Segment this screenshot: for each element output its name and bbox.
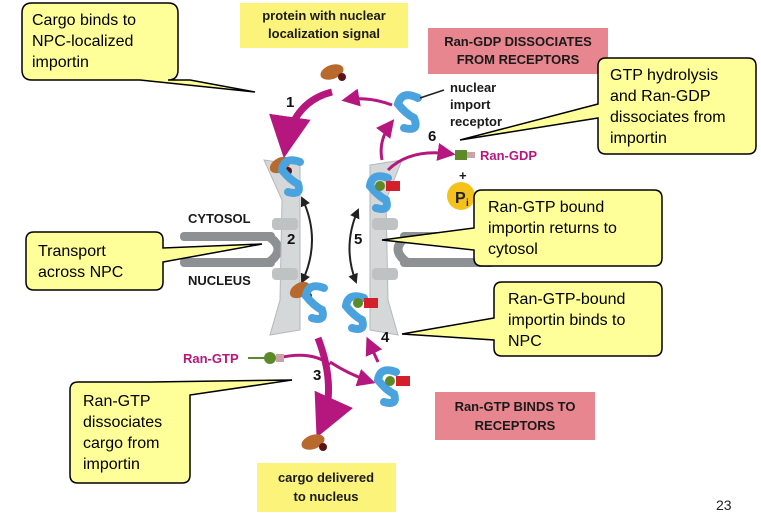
phosphate-pi: P i [447, 182, 475, 210]
callout-transport: Transport across NPC [25, 231, 263, 291]
callout-gtp-hydrolysis-line-2: and Ran-GDP [610, 88, 711, 105]
ran-gtp-nucleus [385, 376, 410, 386]
ran-gdp-label: Ran-GDP [480, 148, 537, 163]
callout-gtp-hydrolysis: GTP hydrolysis and Ran-GDP dissociates f… [459, 57, 757, 155]
arrow-cargo-to-nucleus [314, 336, 353, 438]
importin-nucleus [373, 366, 400, 407]
importin-top-left [277, 156, 304, 197]
transport-arrows [300, 196, 360, 284]
cargo-delivered-line-2: to nucleus [293, 489, 358, 504]
callout-ran-gtp-binds-npc-line-3: NPC [508, 333, 542, 350]
plus-sign: + [459, 168, 467, 183]
callout-ran-gtp-dissociates-line-2: dissociates [83, 414, 162, 431]
arrow-to-receptor-ran [329, 360, 376, 387]
callout-gtp-hydrolysis-line-1: GTP hydrolysis [610, 67, 718, 84]
step-5: 5 [354, 231, 362, 248]
arrow-step5-bidirectional [348, 208, 360, 284]
receptor-label-line-3: receptor [450, 114, 502, 129]
callout-cargo-binds-line-3: importin [32, 54, 89, 71]
callout-ran-gtp-dissociates-line-1: Ran-GTP [83, 393, 151, 410]
receptor-label-line-2: import [450, 97, 491, 112]
callout-ran-gtp-returns-line-1b: importin returns to [488, 220, 617, 237]
arrow-step2-bidirectional [300, 196, 313, 284]
cargo-delivered-label: cargo delivered to nucleus [257, 463, 396, 512]
ran-gdp-dissociates-line-1: Ran-GDP DISSOCIATES [444, 34, 592, 49]
arrow-step4-up [365, 336, 383, 363]
cytosol-label: CYTOSOL [188, 211, 251, 226]
callout-ran-gtp-dissociates-line-3: cargo from [83, 435, 159, 452]
ran-gtp-free [248, 352, 284, 364]
pi-subscript: i [466, 198, 469, 209]
ran-gtp-binds-line-1: Ran-GTP BINDS TO [455, 399, 576, 414]
callout-ran-gtp-binds-npc-line-1: Ran-GTP-bound [508, 291, 625, 308]
cargo-free [320, 64, 346, 81]
step-1: 1 [286, 94, 294, 111]
arrow-ran-gdp-release [386, 143, 456, 172]
arrow-recycle-receptor [341, 88, 393, 107]
callout-transport-line-1: Transport [38, 243, 106, 260]
step-numbers: 1 2 3 4 5 6 [286, 94, 436, 384]
callout-cargo-binds-line-1: Cargo binds to [32, 12, 136, 29]
arrow-cargo-to-importin [269, 88, 333, 159]
step-2: 2 [287, 231, 295, 248]
ran-gtp-binds-receptors-label: Ran-GTP BINDS TO RECEPTORS [435, 392, 595, 440]
cargo-delivered [301, 434, 327, 451]
callout-ran-gtp-returns-line-3: cytosol [488, 241, 538, 258]
callout-ran-gtp-binds-npc-line-2: importin binds to [508, 312, 625, 329]
ran-gdp-free [455, 150, 475, 160]
callout-ran-gtp-binds-npc: Ran-GTP-bound importin binds to NPC [401, 281, 663, 357]
pi-label: P [455, 190, 466, 207]
importin-receptors [277, 91, 422, 407]
importin-top-right [365, 172, 392, 213]
ran-gtp-binds-line-2: RECEPTORS [475, 418, 556, 433]
protein-nls-line-1: protein with nuclear [262, 8, 386, 23]
receptor-label-line-1: nuclear [450, 80, 496, 95]
nucleus-label: NUCLEUS [188, 273, 251, 288]
cargo-delivered-line-1: cargo delivered [278, 470, 374, 485]
nuclear-import-receptor-label: nuclear import receptor [419, 80, 502, 129]
importin-bottom-right [341, 292, 368, 333]
callout-cargo-binds-line-2: NPC-localized [32, 33, 133, 50]
step-4: 4 [381, 329, 390, 346]
ran-gtp-label: Ran-GTP [183, 351, 239, 366]
page-number: 23 [716, 497, 732, 513]
callout-transport-line-2: across NPC [38, 264, 123, 281]
callout-ran-gtp-returns-line-1: Ran-GTP bound [488, 199, 604, 216]
ran-molecules: P i [248, 150, 475, 386]
callout-gtp-hydrolysis-line-3: dissociates from [610, 109, 726, 126]
callout-ran-gtp-dissociates-line-4: importin [83, 456, 140, 473]
protein-nls-line-2: localization signal [268, 26, 380, 41]
ran-gdp-dissociates-line-2: FROM RECEPTORS [457, 52, 580, 67]
callout-cargo-binds: Cargo binds to NPC-localized importin [21, 2, 256, 93]
callout-ran-gtp-returns: Ran-GTP bound importin returns to cytoso… [381, 189, 663, 267]
protein-nls-label: protein with nuclear localization signal [240, 3, 408, 48]
ran-gtp-top [375, 181, 400, 191]
importin-free [393, 91, 422, 133]
callout-ran-gtp-dissociates: Ran-GTP dissociates cargo from importin [69, 379, 293, 484]
ran-gdp-dissociates-label: Ran-GDP DISSOCIATES FROM RECEPTORS [428, 28, 608, 74]
arrow-up-to-receptor [376, 119, 395, 161]
ran-gtp-bottom [353, 298, 378, 308]
callout-gtp-hydrolysis-line-4: importin [610, 130, 667, 147]
importin-bottom-left [301, 282, 328, 323]
step-3: 3 [313, 367, 321, 384]
step-6: 6 [428, 128, 436, 145]
